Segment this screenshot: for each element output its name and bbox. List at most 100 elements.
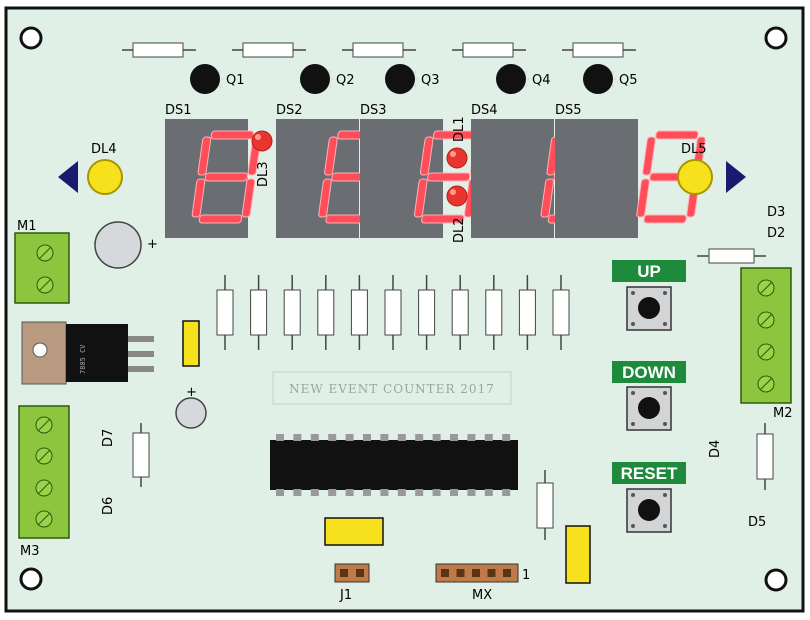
svg-text:+: + (147, 237, 158, 252)
header-mx (435, 563, 519, 583)
ic-pin (380, 489, 389, 496)
segment (210, 130, 255, 140)
resistor-bank (216, 275, 570, 350)
display-ds1-label: DS1 (165, 103, 192, 118)
resistor-top-3 (342, 42, 416, 58)
screw-icon (35, 479, 53, 497)
ic-pin (276, 434, 284, 441)
terminal-m2-label: M2 (773, 406, 793, 421)
led-dl3-label: DL3 (256, 161, 271, 187)
transistor-q5: Q5 (583, 64, 638, 94)
regulator-marking: 7805 CV (79, 344, 87, 374)
reset-button-group: RESET (612, 462, 686, 533)
led-dl1-label: DL1 (452, 116, 467, 142)
screw-icon (757, 375, 775, 393)
down-button-label-bg (612, 361, 686, 383)
terminal-m3-label: M3 (20, 544, 40, 559)
resistor-vertical (216, 275, 234, 350)
terminal-block-m1 (14, 232, 70, 304)
ic-pin (328, 434, 337, 441)
resistor-vertical (250, 275, 268, 350)
segment (204, 172, 249, 182)
led-dl3: DL3 (251, 130, 273, 187)
resistor-top-4 (452, 42, 526, 58)
led-dl4: DL4 (58, 142, 123, 195)
mounting-hole-br (764, 568, 788, 592)
resistor-vertical (350, 275, 368, 350)
segment (318, 178, 332, 218)
ic-pin (345, 489, 354, 496)
resistor-vertical (451, 275, 469, 350)
ic-pin (415, 489, 424, 496)
display-ds3-label: DS3 (360, 103, 387, 118)
down-button-group: DOWN (612, 361, 686, 431)
led-dl5: DL5 (677, 142, 746, 195)
ic-pin (432, 434, 441, 441)
transistor-q2: Q2 (300, 64, 355, 94)
ic-pin (363, 434, 371, 441)
diode-d4 (756, 423, 774, 490)
terminal-block-m3 (18, 405, 70, 539)
resistor-vertical (317, 275, 335, 350)
diode-d3-label: D3 (767, 205, 785, 220)
ic-pin (502, 489, 511, 496)
mounting-hole-tr (764, 26, 788, 50)
display-ds4-label: DS4 (471, 103, 498, 118)
mounting-hole-bl (19, 567, 43, 591)
top-resistors (122, 42, 636, 58)
down-button[interactable] (626, 386, 672, 431)
transistor-q1: Q1 (190, 64, 245, 94)
display-ds2-label: DS2 (276, 103, 303, 118)
digit-1 (191, 130, 262, 224)
ic-pin (484, 489, 493, 496)
ic-pin (415, 434, 424, 441)
screw-icon (757, 279, 775, 297)
ic-pin (450, 489, 458, 496)
up-button[interactable] (626, 286, 672, 331)
segment (198, 214, 243, 224)
capacitor-large: + (94, 221, 158, 269)
diode-d7-label: D7 (101, 429, 116, 447)
screw-icon (35, 447, 53, 465)
down-button-label: DOWN (622, 363, 676, 382)
capacitor-yellow-2 (324, 517, 384, 546)
ic-pin (293, 489, 302, 496)
ic-pin (450, 434, 458, 441)
reset-button-label: RESET (621, 464, 678, 483)
board-outline (4, 6, 805, 613)
header-j1-label: J1 (339, 588, 352, 603)
ic-pin (467, 489, 476, 496)
ic-pin (397, 434, 406, 441)
reset-button-label-bg (612, 462, 686, 484)
resistor-vertical (283, 275, 301, 350)
resistor-top-2 (232, 42, 306, 58)
display-ds1 (165, 119, 262, 238)
capacitor-small: + (175, 385, 207, 429)
screw-icon (757, 311, 775, 329)
voltage-regulator: 7805 CV (21, 321, 154, 385)
header-mx-pin1-label: 1 (522, 568, 530, 583)
ic-pin (432, 489, 441, 496)
ic-pin (502, 434, 511, 441)
capacitor-yellow-3 (565, 525, 591, 584)
led-dl4-label: DL4 (91, 142, 117, 157)
mounting-hole-tl (19, 26, 43, 50)
transistor-q1-label: Q1 (226, 73, 245, 88)
resistor-vertical (384, 275, 402, 350)
led-dl5-label: DL5 (681, 142, 707, 157)
resistor-top-5 (562, 42, 636, 58)
silkscreen-box (272, 371, 512, 405)
transistor-q4: Q4 (496, 64, 551, 94)
reset-button[interactable] (626, 488, 672, 533)
segment (636, 178, 650, 218)
screw-icon (35, 416, 53, 434)
diode-d4-label: D4 (708, 440, 723, 458)
resistor-top-1 (122, 42, 196, 58)
ic-pin (345, 434, 354, 441)
transistor-q2-label: Q2 (336, 73, 355, 88)
capacitor-yellow-1 (182, 320, 200, 367)
ic-pin (310, 489, 319, 496)
resistor-vertical (552, 275, 570, 350)
ic-pin (397, 489, 406, 496)
